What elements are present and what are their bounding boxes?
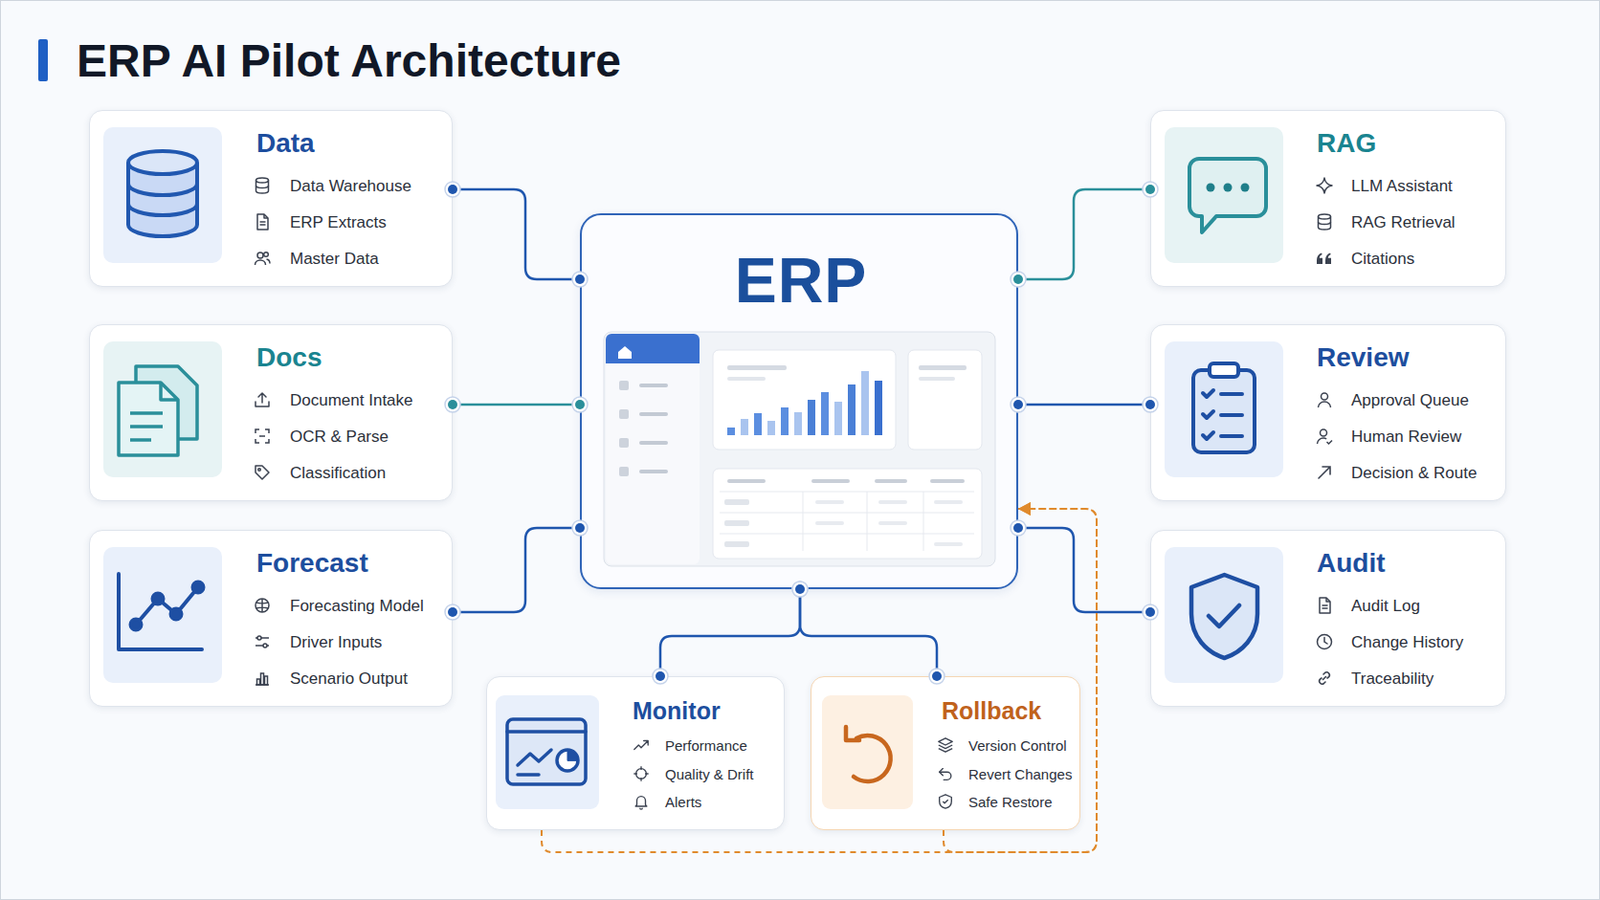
card-heading: Review — [1316, 341, 1500, 375]
arrow-head — [1018, 502, 1031, 516]
module-card: DocsDocument IntakeOCR & ParseClassifica… — [88, 324, 453, 502]
connector-line — [452, 403, 580, 407]
card-item: Audit Log — [1351, 596, 1504, 618]
connector — [1010, 397, 1158, 413]
card-item: Document Intake — [289, 390, 450, 412]
connector — [1010, 181, 1158, 288]
title-accent-bar — [38, 39, 48, 82]
operations-card: RollbackVersion ControlRevert ChangesSaf… — [810, 676, 1081, 831]
card-heading: RAG — [1316, 127, 1500, 160]
module-card: DataData WarehouseERP ExtractsMaster Dat… — [88, 110, 453, 288]
connector-line — [452, 528, 580, 613]
erp-title: ERP — [581, 246, 1021, 314]
card-item: Quality & Drift — [665, 765, 782, 785]
card-item: Classification — [289, 463, 450, 485]
module-card: ReviewApproval QueueHuman ReviewDecision… — [1150, 324, 1507, 502]
card-item: Version Control — [968, 736, 1078, 756]
connector — [444, 397, 588, 413]
card-item: Approval Queue — [1351, 390, 1504, 412]
card-item: RAG Retrieval — [1351, 212, 1504, 234]
card-item: Citations — [1351, 248, 1504, 270]
module-card: RAG LLM AssistantRAG RetrievalCitations — [1150, 110, 1507, 288]
connector — [652, 581, 808, 685]
card-heading: Rollback — [941, 696, 1074, 727]
card-item: Performance — [665, 736, 782, 756]
connector-line — [800, 589, 937, 677]
card-heading: Data — [256, 127, 446, 160]
card-item: Revert Changes — [968, 765, 1078, 785]
card-item: Safe Restore — [968, 793, 1078, 813]
erp-core-box: ERP — [579, 213, 1019, 590]
card-item: LLM Assistant — [1351, 176, 1504, 198]
connector — [444, 520, 588, 621]
connector-line — [452, 189, 580, 280]
card-item: Decision & Route — [1351, 463, 1504, 485]
card-item: Change History — [1351, 632, 1504, 654]
connector-line — [660, 589, 800, 677]
card-item: Scenario Output — [289, 668, 450, 690]
card-item: Alerts — [665, 793, 782, 813]
card-heading: Docs — [256, 341, 446, 375]
connector-line — [1018, 403, 1151, 407]
card-item: Data Warehouse — [289, 176, 450, 198]
diagram-title: ERP AI Pilot Architecture — [76, 34, 1034, 89]
card-heading: Monitor — [632, 696, 778, 727]
module-card: AuditAudit LogChange HistoryTraceability — [1150, 530, 1507, 708]
arrow-head — [1018, 502, 1031, 516]
connector — [1010, 520, 1158, 621]
card-item: OCR & Parse — [289, 426, 450, 448]
card-item: Human Review — [1351, 426, 1504, 448]
card-heading: Forecast — [256, 547, 446, 580]
card-item: ERP Extracts — [289, 212, 450, 234]
card-item: Traceability — [1351, 668, 1504, 690]
connector-line — [1018, 189, 1151, 280]
connector — [792, 581, 945, 685]
connector-line — [1018, 528, 1151, 613]
card-item: Forecasting Model — [289, 596, 450, 618]
card-item: Driver Inputs — [289, 632, 450, 654]
card-heading: Audit — [1316, 547, 1500, 580]
module-card: ForecastForecasting ModelDriver InputsSc… — [88, 530, 453, 708]
operations-card: MonitorPerformanceQuality & DriftAlerts — [486, 676, 785, 831]
card-item: Master Data — [289, 248, 450, 270]
connector — [444, 181, 588, 288]
